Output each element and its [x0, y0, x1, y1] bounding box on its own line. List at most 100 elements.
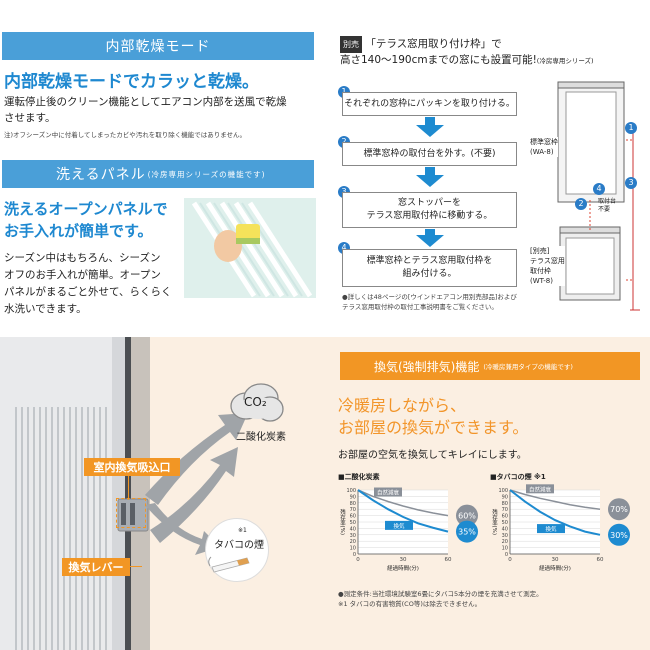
chart0-xlabel: 経過時間(分) [387, 564, 419, 572]
chart0-ytick-label: 10 [350, 546, 356, 552]
mount-not-needed-label: 取付台 不要 [598, 198, 617, 213]
chart0-ytick-label: 20 [350, 539, 356, 545]
chart0-series-line-1 [357, 489, 449, 533]
cigarette-icon [208, 556, 250, 573]
dry-mode-header: 内部乾燥モード [2, 32, 314, 60]
chart1-series-tag-1: 換気 [545, 525, 557, 533]
std-frame-label: 標準窓枠 (WA-8) [530, 137, 558, 157]
dry-mode-title: 内部乾燥モードでカラッと乾燥。 [4, 72, 259, 92]
chart0-end-label-0: 60% [458, 512, 476, 521]
panel-header: 洗えるパネル (冷房専用シリーズの機能です) [2, 160, 314, 188]
chart1-ytick-label: 50 [502, 520, 508, 526]
chart0-ytick-label: 50 [350, 520, 356, 526]
chart1-ytick-label: 70 [502, 507, 508, 513]
chart0-ytick-label: 60 [350, 514, 356, 520]
chart0-ytick-label: 100 [346, 488, 356, 494]
intake-highlight [116, 498, 146, 528]
vent-footnote-1: ●測定条件:当社環境試験室6畳にタバコ5本分の煙を充満させて測定。 [338, 590, 543, 598]
chart0-series-tag-1: 換気 [393, 522, 405, 530]
chart1-ytick-label: 60 [502, 514, 508, 520]
chart1-series-line-0 [509, 489, 601, 510]
chart1-series-tag-bg-1 [537, 524, 565, 534]
optional-badge: 別売 [340, 36, 362, 53]
chart0-xtick-label: 60 [445, 557, 452, 563]
chart1-ytick-label: 90 [502, 494, 508, 500]
chart1-xtick-label: 30 [552, 557, 559, 563]
chart0-ytick-label: 30 [350, 533, 356, 539]
step-arrow-2 [425, 167, 435, 177]
vent-footnote-2: ※1 タバコの有害物質(CO等)は除去できません。 [338, 600, 482, 608]
chart0-ytick-label: 40 [350, 526, 356, 532]
tobacco-circle [205, 518, 269, 582]
chart0-ytick-label: 0 [353, 552, 356, 558]
lever-label: 換気レバー [62, 558, 130, 576]
chart1-series-line-1 [509, 489, 601, 536]
step-box-3: 窓ストッパーを テラス窓用取付枠に移動する。 [342, 192, 517, 228]
chart0-ytick-label: 80 [350, 501, 356, 507]
chart1-xtick-label: 0 [508, 557, 512, 563]
chart0-ylabel: 残存率(%) [339, 508, 346, 535]
chart0-series-tag-0: 自然減衰 [377, 489, 400, 497]
window-frame-diagram [557, 81, 640, 311]
co2-label: CO₂ [244, 395, 267, 409]
terrace-frame-label: [別売] テラス窓用 取付枠 (WT-8) [530, 246, 565, 286]
chart1-end-badge-1 [608, 523, 630, 546]
step-box-4: 標準窓枠とテラス窓用取付枠を 組み付ける。 [342, 249, 517, 287]
step-box-2: 標準窓枠の取付台を外す。(不要) [342, 142, 517, 166]
chart1-end-label-0: 70% [610, 505, 628, 514]
intake-label: 室内換気吸込口 [84, 458, 180, 476]
step-arrow-head-1 [416, 125, 444, 137]
vent-header: 換気(強制排気)機能 (冷暖房兼用タイプの機能です) [340, 352, 640, 380]
chart1-ytick-label: 80 [502, 501, 508, 507]
diagram-num-1: 1 [625, 122, 637, 134]
chart0-end-badge-0 [456, 504, 478, 527]
chart0-series-tag-bg-1 [385, 520, 413, 530]
terrace-title: 別売 「テラス窓用取り付け枠」で 高さ140～190cmまでの窓にも設置可能!(… [340, 36, 594, 66]
chart0-title: ■二酸化炭素 [338, 472, 380, 481]
chart1-end-label-1: 30% [610, 531, 628, 540]
chart1-ytick-label: 40 [502, 526, 508, 532]
chart1-series-tag-bg-0 [526, 484, 554, 494]
chart1-ylabel: 残存率(%) [491, 508, 498, 535]
panel-wash-illustration [184, 198, 316, 298]
dry-mode-body: 運転停止後のクリーン機能としてエアコン内部を送風で乾燥 させます。 [4, 96, 287, 124]
chart1-end-badge-0 [608, 498, 630, 521]
chart1-ytick-label: 0 [505, 552, 508, 558]
step-box-1: それぞれの窓枠にパッキンを取り付ける。 [342, 92, 517, 116]
step-arrow-1 [425, 117, 435, 127]
lever-pointer-line [130, 566, 142, 567]
chart0-end-badge-1 [456, 520, 478, 543]
diagram-num-3: 3 [625, 177, 637, 189]
panel-title: 洗えるオープンパネルで お手入れが簡単です。 [4, 200, 168, 240]
intake-pointer-line [128, 476, 129, 500]
chart1-series-tag-0: 自然減衰 [529, 485, 552, 493]
tobacco-label: タバコの煙 [214, 540, 264, 551]
diagram-num-4: 4 [593, 183, 605, 195]
air-conditioner-unit [0, 337, 150, 650]
chart1-xlabel: 経過時間(分) [539, 564, 571, 572]
step-arrow-head-3 [416, 235, 444, 247]
chart0-end-label-1: 35% [458, 528, 476, 537]
chart1-ytick-label: 30 [502, 533, 508, 539]
chart1-ytick-label: 20 [502, 539, 508, 545]
chart0-series-line-0 [357, 489, 449, 517]
dry-mode-header-text: 内部乾燥モード [105, 39, 211, 55]
chart0-xtick-label: 30 [400, 557, 407, 563]
step-arrow-3 [425, 229, 435, 237]
chart1-xtick-label: 60 [597, 557, 604, 563]
vent-subtitle: お部屋の空気を換気してキレイにします。 [338, 450, 527, 461]
diagram-num-2: 2 [575, 198, 587, 210]
terrace-note: ●詳しくは48ページの[ウインドエアコン用別売部品]および テラス窓用取付枠の取… [342, 293, 517, 311]
chart1-ytick-label: 100 [498, 488, 508, 494]
chart1-ytick-label: 10 [502, 546, 508, 552]
co2-text: 二酸化炭素 [236, 432, 286, 443]
step-arrow-head-2 [416, 175, 444, 187]
chart1-title: ■タバコの煙 ※1 [490, 472, 546, 481]
tobacco-note-mark: ※1 [238, 527, 247, 534]
chart0-xtick-label: 0 [356, 557, 360, 563]
panel-body: シーズン中はもちろん、シーズン オフのお手入れが簡単。オープン パネルがまるごと… [4, 252, 172, 315]
airflow-arrows [145, 413, 248, 555]
chart0-series-tag-bg-0 [374, 487, 402, 497]
